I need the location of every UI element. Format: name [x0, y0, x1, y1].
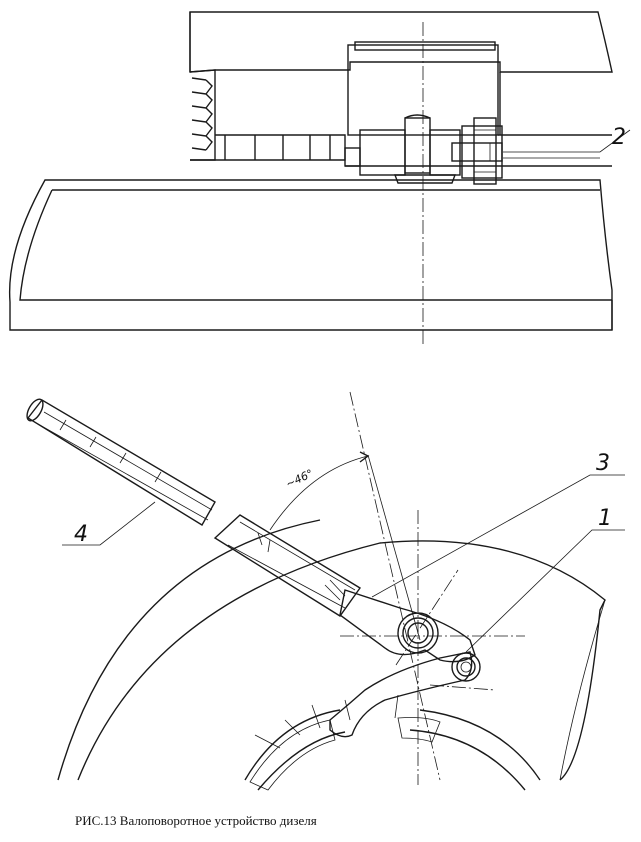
flywheel-ring — [244, 709, 541, 781]
ratchet-pawl — [329, 651, 473, 738]
socket-tube — [213, 514, 362, 617]
angle-label: ~46° — [284, 467, 316, 491]
lower-frame — [8, 179, 613, 331]
flywheel-casing-outer — [77, 540, 606, 781]
lever — [339, 589, 476, 663]
top-view: 2 — [8, 11, 631, 345]
callout-2: 2 — [612, 125, 626, 150]
lever-section — [359, 129, 406, 176]
pivot-shaft — [451, 652, 481, 682]
figure-caption: РИС.13 Валоповоротное устройство дизеля — [75, 813, 317, 828]
handle-bar — [26, 399, 216, 526]
gear-teeth — [189, 69, 216, 161]
callout-3: 3 — [596, 451, 610, 476]
bottom-view: ~46° 4 3 1 — [26, 391, 625, 791]
callout-4: 4 — [74, 522, 88, 547]
angle-dimension-arc — [269, 455, 369, 531]
callout-1: 1 — [598, 506, 612, 531]
upper-housing — [189, 11, 613, 73]
